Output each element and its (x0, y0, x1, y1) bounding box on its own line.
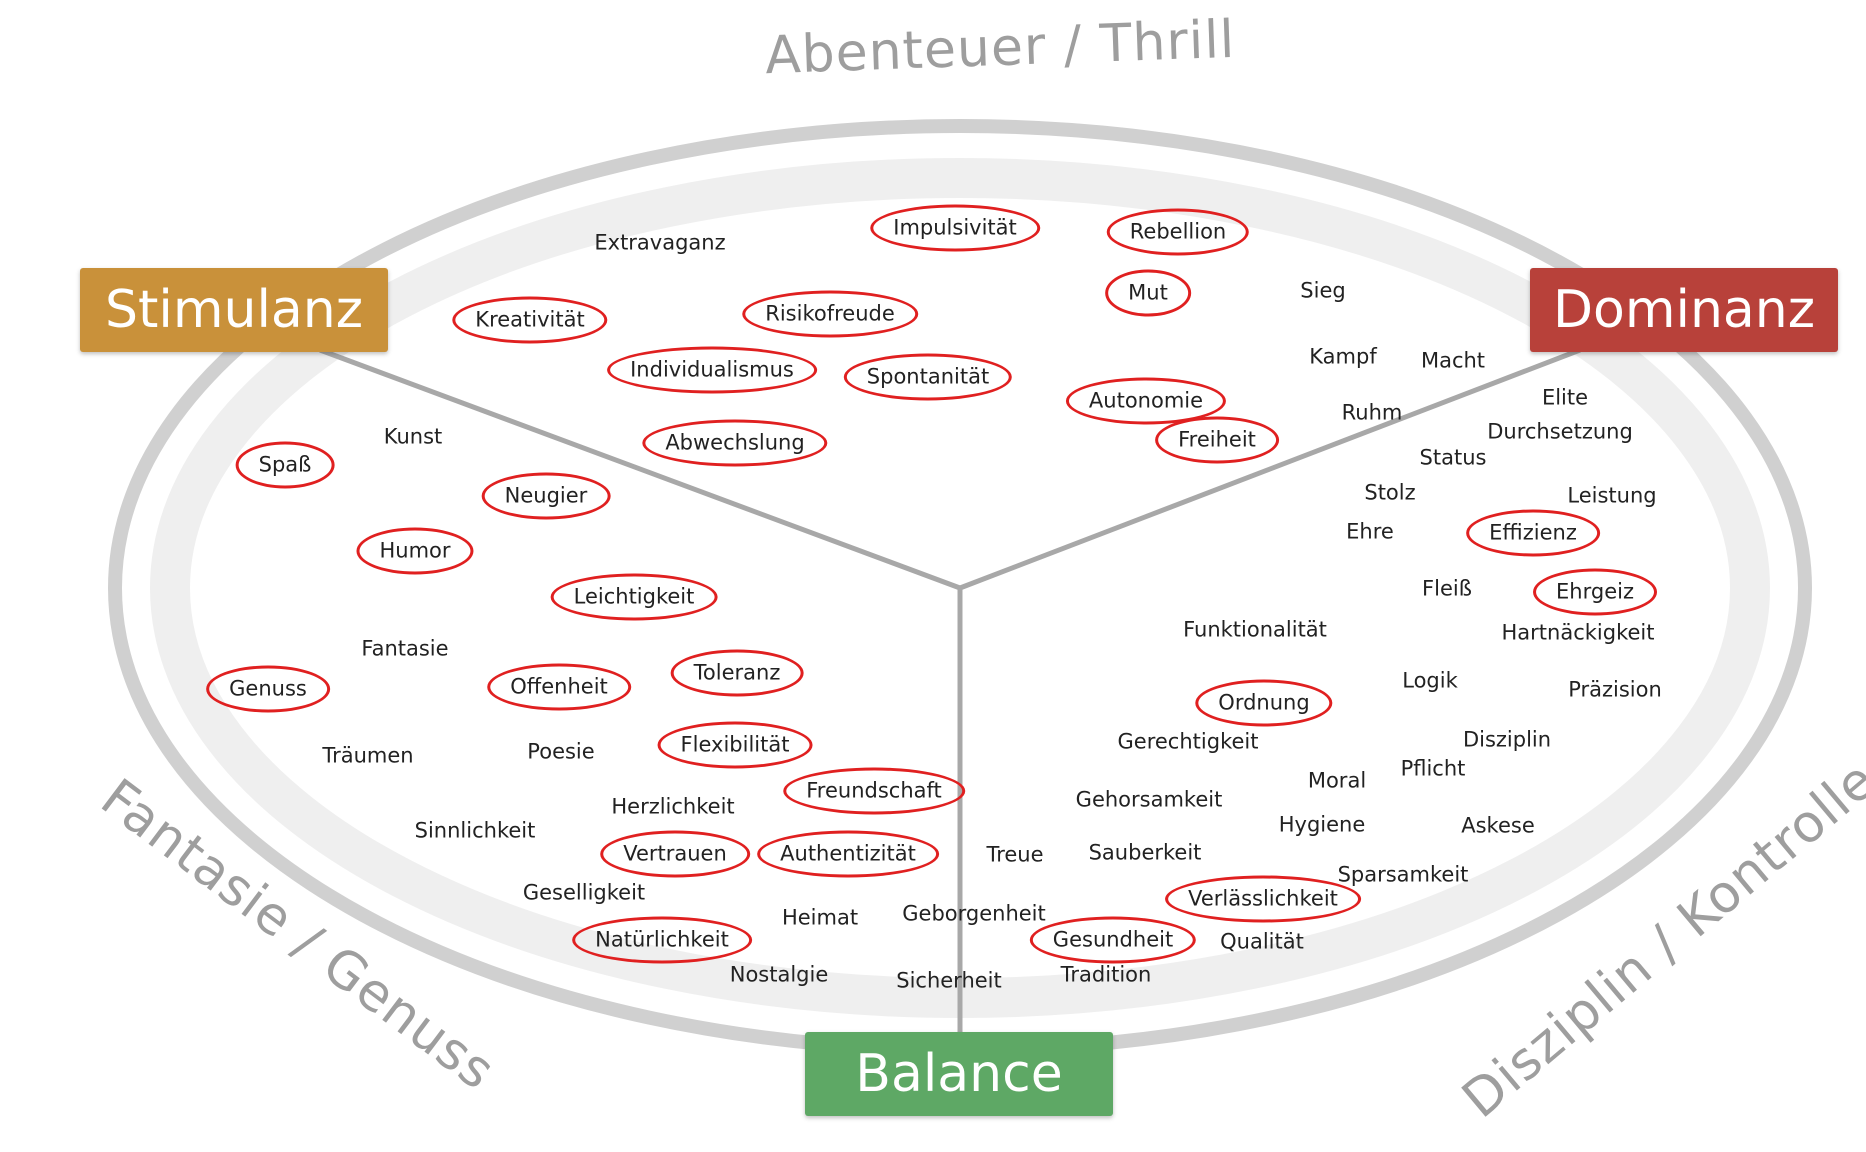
value-word: Spaß (235, 441, 335, 489)
value-word: Ruhm (1341, 400, 1403, 425)
value-word: Freiheit (1155, 416, 1279, 464)
value-word: Tradition (1060, 962, 1152, 987)
value-word: Offenheit (487, 663, 631, 711)
value-word: Leistung (1567, 483, 1657, 508)
value-word: Geborgenheit (902, 901, 1046, 926)
value-word: Heimat (781, 905, 859, 930)
value-word: Macht (1420, 348, 1486, 373)
value-word: Qualität (1220, 929, 1304, 954)
value-word: Gerechtigkeit (1117, 729, 1259, 754)
value-word: Treue (986, 842, 1044, 867)
value-word: Pflicht (1400, 756, 1466, 781)
value-word: Hartnäckigkeit (1501, 620, 1655, 645)
value-word: Spontanität (843, 353, 1013, 401)
value-word: Hygiene (1278, 812, 1366, 837)
zone-balance: Balance (805, 1032, 1113, 1116)
value-word: Kreativität (452, 296, 608, 344)
value-word: Neugier (481, 472, 611, 520)
value-word: Effizienz (1466, 509, 1600, 557)
value-word: Kunst (383, 424, 443, 449)
value-word: Träumen (322, 743, 414, 768)
value-word: Präzision (1568, 677, 1662, 702)
value-word: Funktionalität (1183, 617, 1327, 642)
value-word: Fleiß (1422, 576, 1472, 601)
value-word: Sparsamkeit (1337, 862, 1469, 887)
divider-stimulanz (319, 347, 961, 591)
value-word: Fantasie (361, 636, 449, 661)
value-word: Ehrgeiz (1533, 568, 1657, 616)
value-word: Mut (1105, 269, 1191, 317)
value-word: Geselligkeit (522, 880, 646, 905)
value-word: Status (1419, 445, 1487, 470)
value-word: Impulsivität (870, 204, 1040, 252)
value-word: Sieg (1300, 278, 1346, 303)
value-word: Freundschaft (783, 767, 965, 815)
value-word: Poesie (527, 739, 595, 764)
value-word: Vertrauen (600, 830, 750, 878)
zone-dominanz: Dominanz (1530, 268, 1838, 352)
value-word: Disziplin (1462, 727, 1552, 752)
value-word: Genuss (206, 665, 330, 713)
value-word: Sauberkeit (1088, 840, 1202, 865)
zone-stimulanz: Stimulanz (80, 268, 388, 352)
value-word: Nostalgie (729, 962, 829, 987)
value-word: Askese (1461, 813, 1535, 838)
value-word: Ehre (1346, 519, 1394, 544)
value-word: Individualismus (607, 346, 817, 394)
value-word: Verlässlichkeit (1165, 875, 1361, 923)
value-word: Gesundheit (1029, 916, 1197, 964)
value-word: Sinnlichkeit (414, 818, 536, 843)
value-word: Rebellion (1106, 208, 1250, 256)
divider-dominanz (959, 347, 1581, 591)
value-word: Moral (1307, 768, 1367, 793)
value-word: Logik (1402, 668, 1458, 693)
value-word: Gehorsamkeit (1075, 787, 1223, 812)
value-word: Stolz (1364, 480, 1416, 505)
value-word: Autonomie (1065, 377, 1227, 425)
value-word: Sicherheit (896, 968, 1002, 993)
value-word: Abwechslung (642, 419, 828, 467)
value-word: Ordnung (1195, 679, 1333, 727)
value-word: Extravaganz (594, 230, 726, 255)
value-word: Flexibilität (657, 721, 813, 769)
value-word: Toleranz (670, 649, 804, 697)
value-word: Authentizität (757, 830, 939, 878)
value-word: Herzlichkeit (611, 794, 735, 819)
value-word: Kampf (1309, 344, 1377, 369)
value-word: Humor (356, 527, 474, 575)
value-word: Durchsetzung (1487, 419, 1633, 444)
value-word: Elite (1541, 385, 1589, 410)
value-word: Natürlichkeit (572, 916, 752, 964)
value-word: Leichtigkeit (550, 573, 718, 621)
value-word: Risikofreude (742, 290, 918, 338)
